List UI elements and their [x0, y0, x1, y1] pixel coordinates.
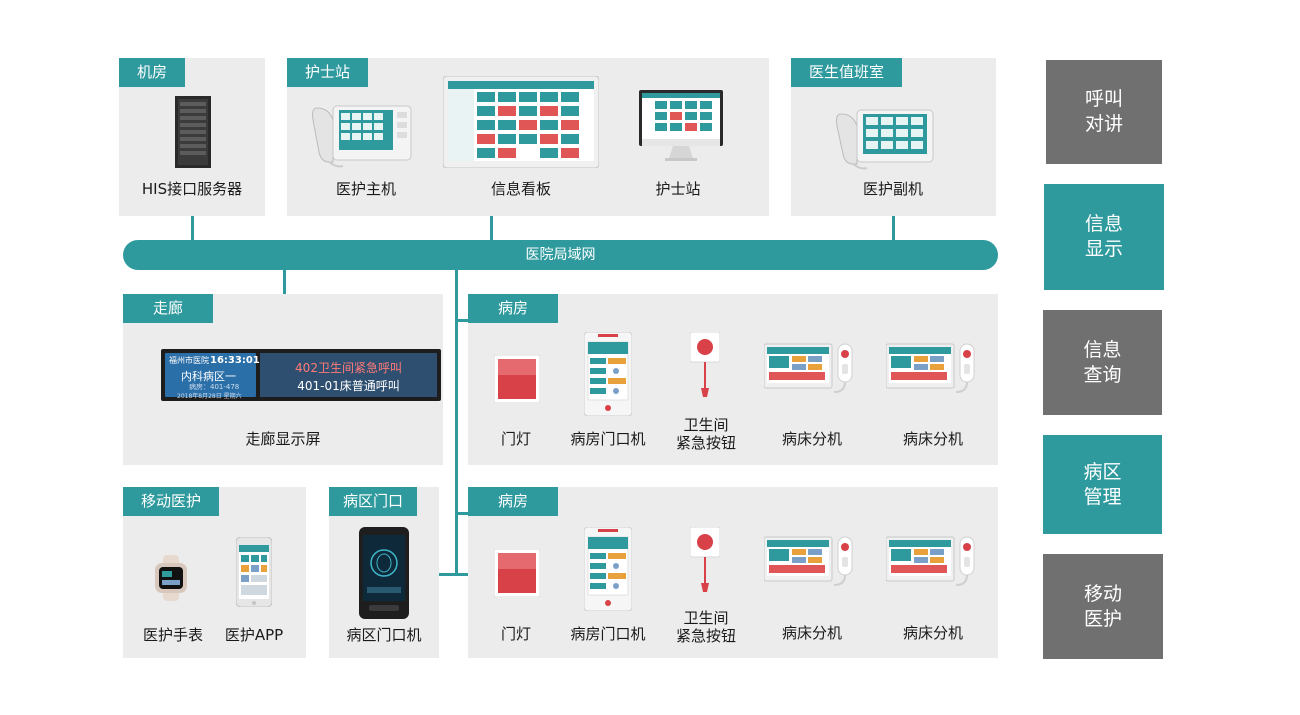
legend-label: 病区管理 [1083, 460, 1122, 508]
panel-tag: 移动医护 [123, 487, 220, 516]
device-label: 病床分机 [781, 430, 843, 448]
legend-label: 信息查询 [1083, 338, 1122, 386]
link-corridor [283, 269, 286, 296]
screen-normal-call: 401-01床普通呼叫 [297, 379, 400, 393]
legend-call-intercom: 呼叫对讲 [1046, 60, 1162, 164]
panel-tag: 走廊 [123, 294, 214, 323]
legend-info-query: 信息查询 [1043, 310, 1162, 415]
nurse-desktop-icon [639, 90, 723, 161]
legend-label: 呼叫对讲 [1085, 88, 1124, 135]
bed-unit-icon [764, 343, 853, 393]
server-rack-icon [175, 96, 211, 168]
screen-bed-range: 病房：401-478 [189, 383, 240, 391]
link-nurse [490, 216, 493, 241]
ward-door-terminal-icon [584, 332, 632, 416]
device-label: 走廊显示屏 [245, 430, 321, 448]
legend-label: 信息显示 [1085, 213, 1124, 260]
bathroom-emergency-button-icon [690, 332, 720, 397]
device-label: HIS接口服务器 [141, 180, 243, 198]
device-label: 病房门口机 [570, 625, 646, 643]
device-label: 病床分机 [902, 430, 964, 448]
device-label: 信息看板 [490, 180, 552, 198]
screen-ward-name: 内科病区一 [181, 370, 236, 383]
device-label: 病床分机 [902, 624, 964, 642]
doctor-sub-terminal-icon [836, 109, 934, 170]
link-ward1 [455, 319, 469, 322]
device-label: 卫生间 紧急按钮 [675, 609, 737, 645]
info-board-icon [443, 76, 599, 168]
legend-mobile-care: 移动医护 [1043, 554, 1163, 659]
mobile-app-phone-icon [236, 537, 272, 607]
device-label: 医护副机 [862, 180, 924, 198]
device-label: 卫生间 紧急按钮 [675, 416, 737, 452]
screen-date: 2018年8月28日 星期六 [177, 393, 242, 400]
screen-clock: 16:33:01 [210, 355, 260, 366]
device-label: 护士站 [655, 180, 701, 198]
panel-ward-1: 病房 门灯 病房门口机 卫生间 紧急按钮 病床分机 [468, 294, 998, 465]
bed-unit-icon [886, 343, 975, 393]
panel-tag: 病房 [468, 487, 559, 516]
nurse-host-terminal-icon [312, 105, 412, 168]
panel-tag: 机房 [119, 58, 186, 87]
ward-door-terminal-icon [584, 527, 632, 611]
device-label: 医护手表 [142, 626, 204, 644]
bathroom-emergency-button-icon [690, 527, 720, 592]
device-label: 门灯 [500, 625, 532, 643]
hospital-lan-bus: 医院局域网 [123, 240, 998, 270]
link-main-trunk [455, 269, 458, 576]
legend-label: 移动医护 [1084, 582, 1123, 630]
corridor-display-screen: 福州市医院 16:33:01 内科病区一 病房：401-478 2018年8月2… [161, 349, 441, 401]
link-gate [438, 573, 468, 576]
panel-ward-2: 病房 门灯 病房门口机 卫生间 紧急按钮 病床分机 [468, 487, 998, 658]
panel-tag: 医生值班室 [791, 58, 903, 87]
smart-watch-icon [155, 555, 187, 601]
screen-info-area: 福州市医院 16:33:01 内科病区一 病房：401-478 2018年8月2… [165, 353, 260, 400]
panel-mobile-care: 移动医护 医护手表 医护APP [123, 487, 306, 658]
bed-unit-icon [764, 536, 853, 586]
ward-gate-terminal-icon [359, 527, 409, 619]
panel-ward-gate: 病区门口 病区门口机 [329, 487, 439, 658]
device-label: 门灯 [500, 430, 532, 448]
panel-tag: 病房 [468, 294, 559, 323]
link-server [191, 216, 194, 241]
device-label: 病区门口机 [346, 626, 422, 644]
screen-emergency-call: 402卫生间紧急呼叫 [295, 361, 402, 375]
panel-tag: 护士站 [287, 58, 369, 87]
link-ward2 [455, 512, 469, 515]
screen-hospital-name: 福州市医院 [169, 356, 209, 365]
device-label: 医护主机 [335, 180, 397, 198]
device-label: 病房门口机 [570, 430, 646, 448]
door-light-icon [494, 549, 540, 597]
device-label: 病床分机 [781, 624, 843, 642]
panel-nurse-station: 护士站 医护主机 信息看板 [287, 58, 769, 216]
legend-ward-management: 病区管理 [1043, 435, 1162, 534]
link-doctor [892, 216, 895, 241]
bed-unit-icon [886, 536, 975, 586]
legend-info-display: 信息显示 [1044, 184, 1164, 290]
screen-call-area: 402卫生间紧急呼叫 401-01床普通呼叫 [260, 353, 437, 397]
panel-doctor-room: 医生值班室 医护副机 [791, 58, 996, 216]
panel-tag: 病区门口 [329, 487, 418, 516]
device-label: 医护APP [224, 626, 284, 644]
panel-server-room: 机房 HIS接口服务器 [119, 58, 265, 216]
door-light-icon [494, 355, 540, 403]
